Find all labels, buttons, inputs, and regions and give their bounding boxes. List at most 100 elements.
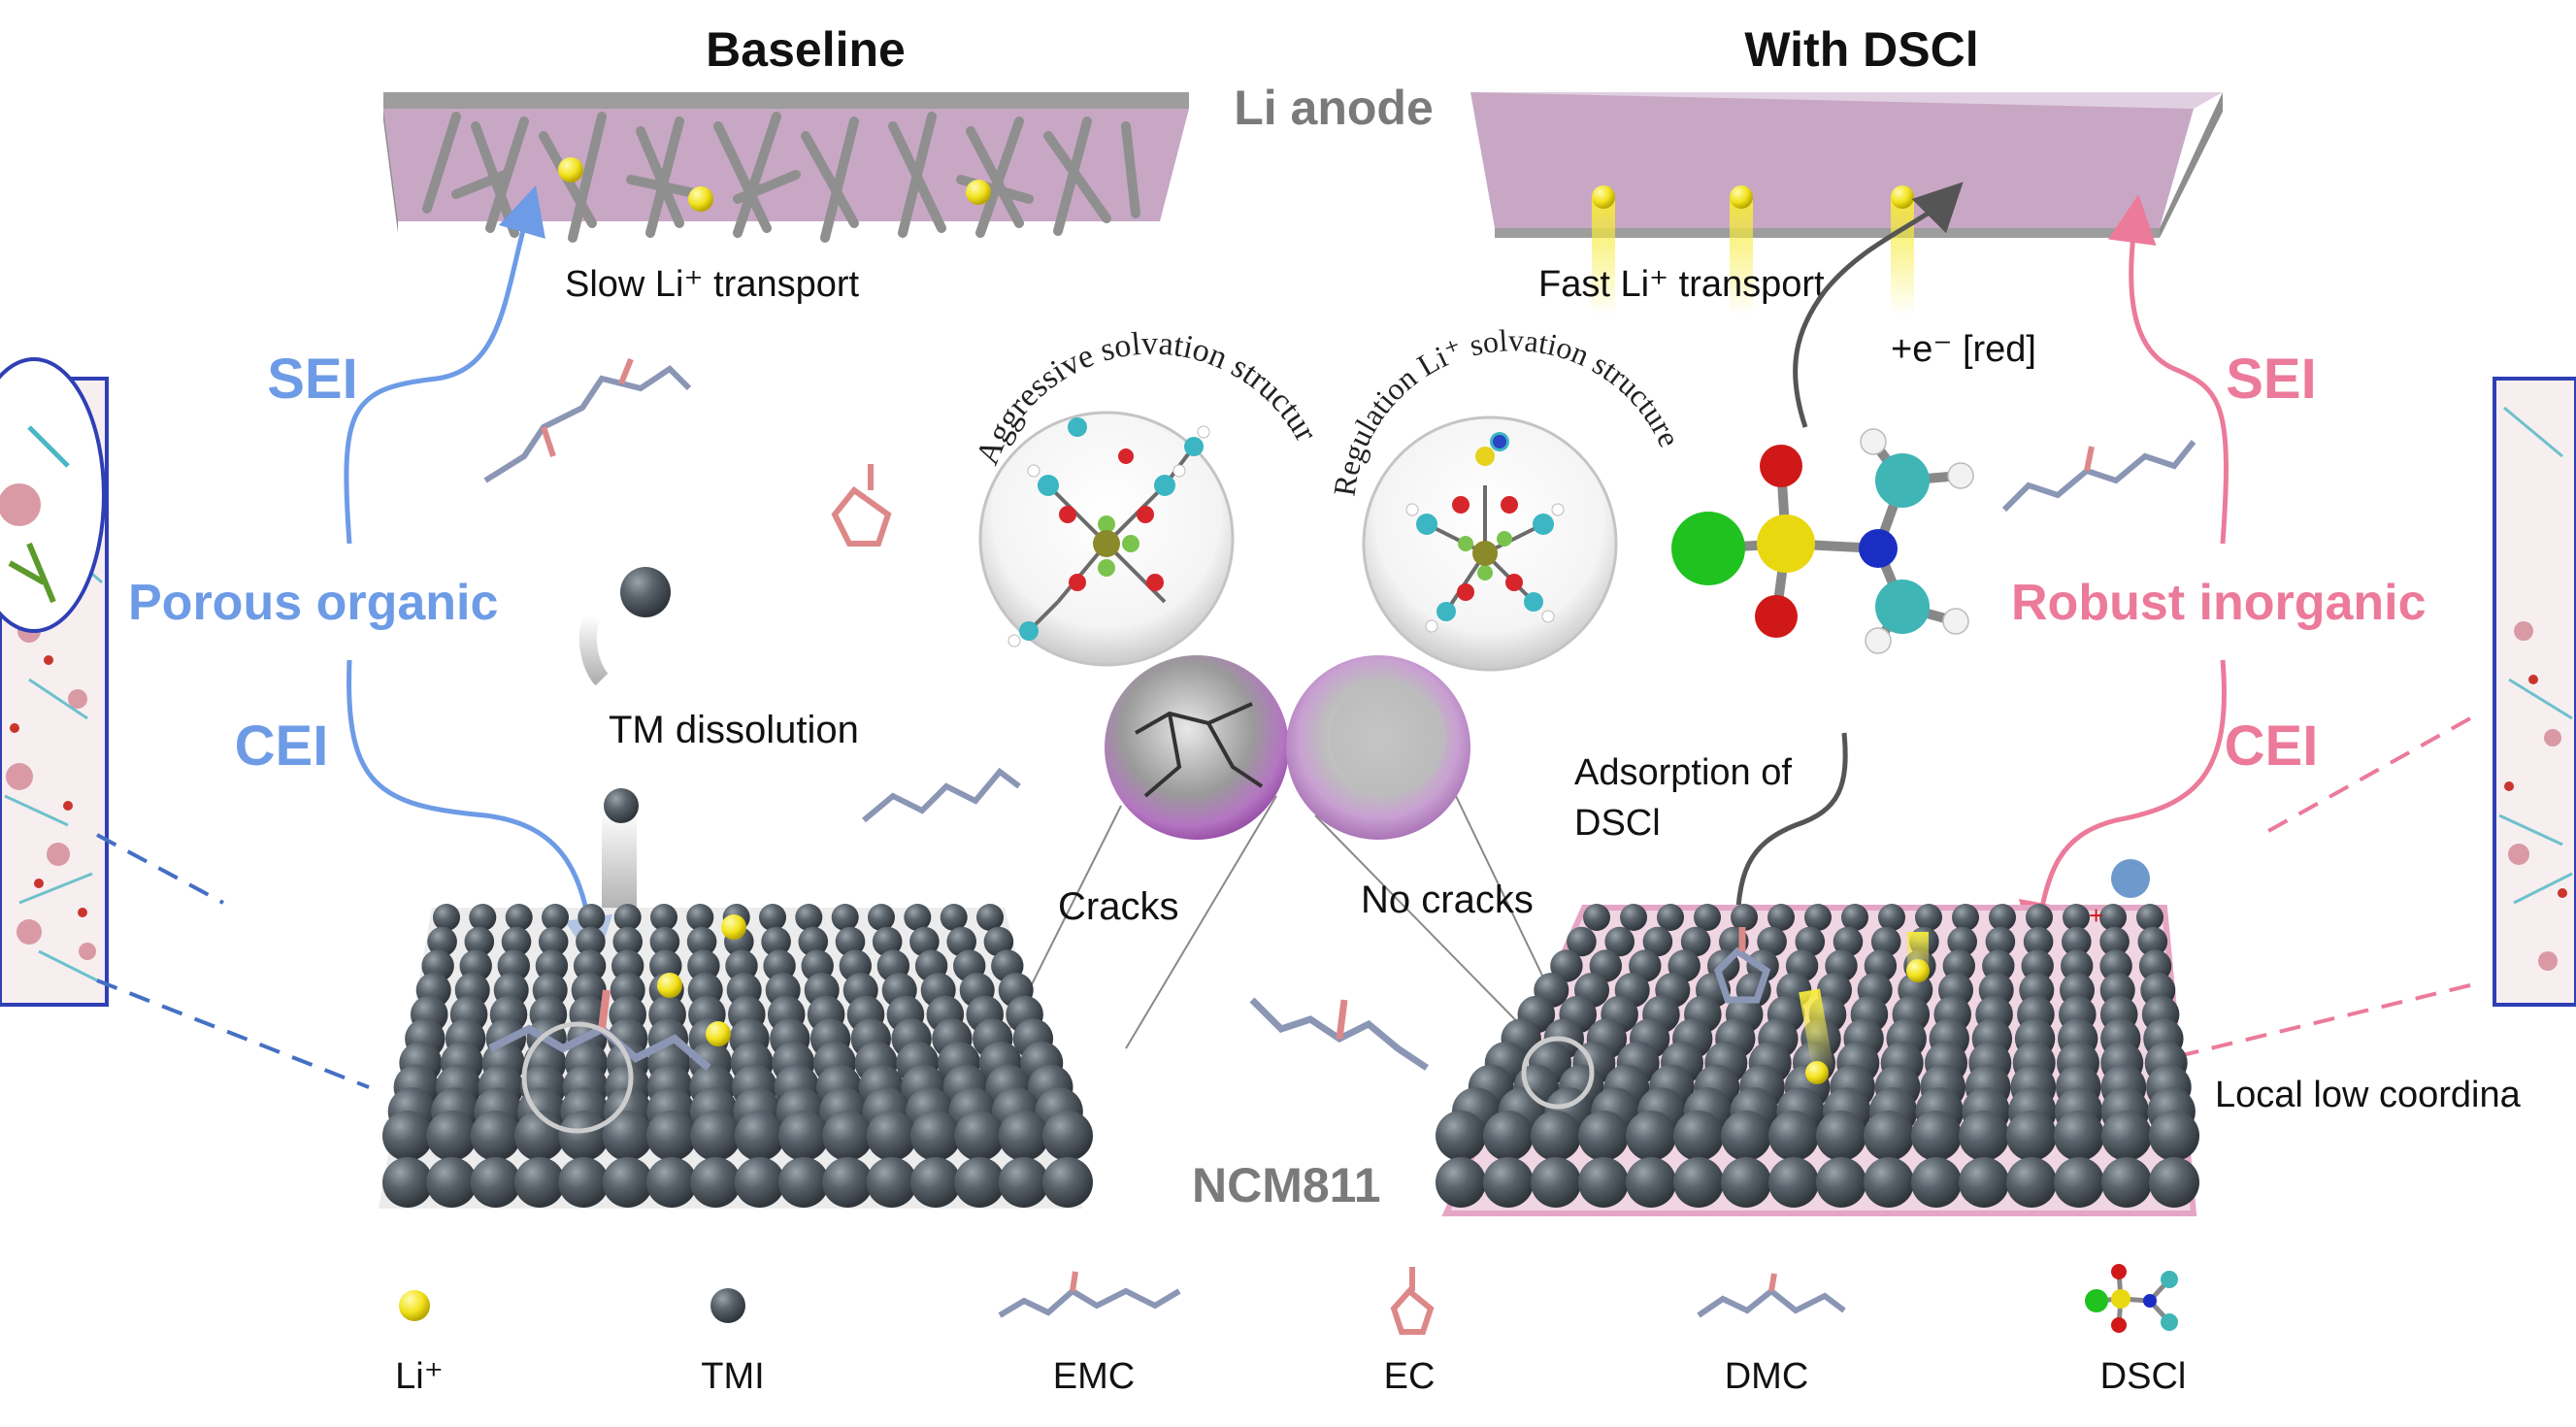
cracked-particle: [1008, 655, 1289, 1049]
adsorption-arrow: [1713, 732, 1848, 961]
ncm-lattice-sphere: [602, 1111, 653, 1161]
legend-li-ion: Li⁺: [395, 1290, 444, 1397]
ncm-lattice-sphere: [1042, 1111, 1093, 1161]
li-ion-fast-3: [1891, 185, 1914, 209]
ncm-lattice-sphere: [954, 1157, 1006, 1208]
ncm-lattice-sphere: [910, 1157, 961, 1208]
ncm-lattice-sphere: [469, 904, 497, 931]
ncm-lattice-sphere: [2063, 904, 2090, 931]
ncm-lattice-sphere: [1642, 926, 1673, 957]
fast-transport-label: Fast Li⁺ transport: [1538, 264, 1825, 305]
robust-inorganic-label: Robust inorganic: [2011, 575, 2427, 631]
ncm-lattice-sphere: [382, 1157, 433, 1208]
ncm-lattice-sphere: [759, 904, 786, 931]
legend-dscl: DSCl: [2085, 1264, 2186, 1397]
ncm-lattice-sphere: [1870, 926, 1901, 957]
ncm-lattice-sphere: [426, 1111, 478, 1161]
ncm-lattice-sphere: [1620, 904, 1647, 931]
li-ion-anode-2: [688, 186, 713, 212]
ncm-lattice-sphere: [2006, 1111, 2057, 1161]
tm-ion-dissolving-2: [604, 788, 639, 823]
electron-label: +e⁻ [red]: [1891, 329, 2036, 370]
ncm-lattice-sphere: [1721, 1111, 1771, 1161]
ncm-lattice-sphere: [1436, 1157, 1486, 1208]
local-low-coordination-label: Local low coordina: [2215, 1075, 2522, 1115]
ncm-lattice-sphere: [778, 1111, 829, 1161]
ncm-lattice-sphere: [761, 926, 791, 957]
dscl-cathode-spheres: [1436, 904, 2199, 1208]
ec-molecule-adsorbed: [1713, 927, 1771, 1004]
ncm-lattice-sphere: [514, 1157, 565, 1208]
ncm-lattice-sphere: [998, 1157, 1049, 1208]
ncm-lattice-sphere: [976, 904, 1004, 931]
lithium-dendrites: [422, 112, 1140, 243]
ncm-lattice-sphere: [1768, 1157, 1819, 1208]
legend-label-tmi: TMI: [701, 1356, 764, 1397]
legend-label-dmc: DMC: [1725, 1356, 1809, 1397]
li-ion-cathode-4: [1906, 959, 1930, 982]
sei-right-label: SEI: [2226, 348, 2317, 411]
ncm-lattice-sphere: [734, 1157, 785, 1208]
baseline-cathode: [379, 904, 1093, 1209]
sei-arrow-left: [344, 185, 545, 545]
ncm-lattice-sphere: [2026, 904, 2053, 931]
ncm-lattice-sphere: [778, 1157, 829, 1208]
li-ion-cathode-2: [657, 973, 682, 998]
cei-arrow-right: [2018, 659, 2227, 951]
li-anode-label: Li anode: [1234, 81, 1434, 135]
ncm-lattice-sphere: [1483, 1157, 1534, 1208]
ncm-lattice-sphere: [822, 1111, 874, 1161]
li-ion-anode-3: [966, 180, 991, 205]
ncm-lattice-sphere: [1694, 904, 1721, 931]
adsorption-label-line2: DSCl: [1574, 803, 1661, 844]
li-ion-fast-1: [1592, 185, 1615, 209]
ncm-lattice-sphere: [382, 1111, 433, 1161]
ncm-lattice-sphere: [904, 904, 932, 931]
ncm-lattice-sphere: [1531, 1157, 1581, 1208]
ncm-lattice-sphere: [983, 926, 1014, 957]
tm-dissolution-label: TM dissolution: [609, 709, 859, 751]
ncm-lattice-sphere: [2101, 1111, 2152, 1161]
ncm-lattice-sphere: [2099, 904, 2127, 931]
ncm-lattice-sphere: [2006, 1157, 2057, 1208]
ncm-lattice-sphere: [1436, 1111, 1486, 1161]
li-ion-anode-1: [558, 157, 583, 183]
ncm-lattice-sphere: [909, 926, 940, 957]
ncm-lattice-sphere: [1952, 904, 1979, 931]
emc-molecule-floating-left: [483, 357, 692, 483]
ncm-lattice-sphere: [2062, 926, 2092, 957]
intact-particle: [1286, 655, 1583, 1059]
ncm-lattice-sphere: [2136, 904, 2163, 931]
ncm-lattice-sphere: [1483, 1111, 1534, 1161]
baseline-cathode-spheres: [382, 904, 1093, 1208]
cracks-label: Cracks: [1058, 885, 1178, 928]
baseline-anode: [383, 92, 1189, 243]
ncm-lattice-sphere: [1911, 1157, 1962, 1208]
ncm-lattice-sphere: [613, 904, 642, 931]
porous-organic-label: Porous organic: [128, 575, 498, 631]
with-dscl-title: With DSCl: [1744, 22, 1978, 77]
emc-molecule-icon: [998, 1271, 1181, 1318]
ncm-lattice-sphere: [433, 904, 460, 931]
ncm-lattice-sphere: [872, 926, 903, 957]
plus-sign: +: [2089, 901, 2103, 930]
ncm-lattice-sphere: [1757, 926, 1787, 957]
legend: Li⁺ TMI EMC EC DMC: [395, 1264, 2186, 1397]
ncm-lattice-sphere: [1985, 926, 2016, 957]
cei-arrow-left: [347, 659, 613, 966]
ncm-lattice-sphere: [1816, 1157, 1866, 1208]
ncm-lattice-sphere: [910, 1111, 961, 1161]
ncm-lattice-sphere: [954, 1111, 1006, 1161]
ncm-lattice-sphere: [1959, 1111, 2009, 1161]
ncm-lattice-sphere: [2137, 926, 2168, 957]
ncm-lattice-sphere: [1841, 904, 1868, 931]
md-snapshot-left: [0, 357, 370, 1089]
ncm-lattice-sphere: [1911, 1111, 1962, 1161]
ncm-lattice-sphere: [2099, 926, 2130, 957]
ncm-lattice-sphere: [734, 1111, 785, 1161]
ncm-lattice-sphere: [1915, 904, 1942, 931]
ncm-lattice-sphere: [1816, 1111, 1866, 1161]
legend-label-emc: EMC: [1053, 1356, 1135, 1397]
ncm-lattice-sphere: [578, 904, 606, 931]
ncm-lattice-sphere: [650, 904, 677, 931]
